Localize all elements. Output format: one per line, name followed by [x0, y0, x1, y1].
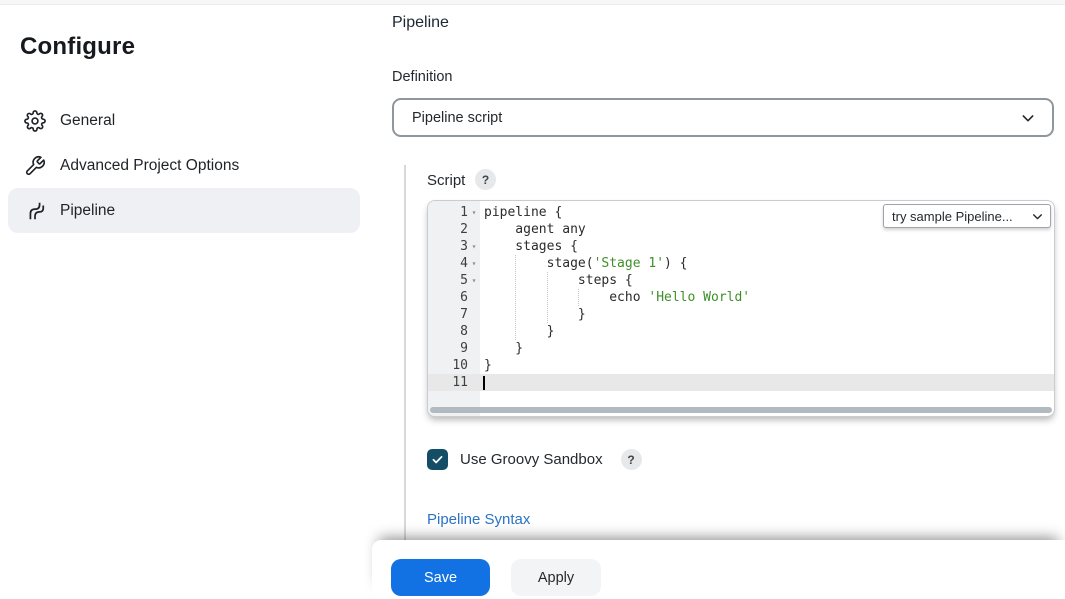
sandbox-help-button[interactable]: ? [620, 449, 642, 470]
wrench-icon [24, 155, 46, 177]
gutter-line-6: 6 [460, 290, 468, 305]
code-line-6[interactable]: echo 'Hello World' [484, 290, 751, 305]
sidebar-nav: General Advanced Project Options Pipelin… [8, 98, 360, 233]
code-line-10[interactable]: } [484, 358, 492, 373]
page-title: Configure [20, 33, 136, 60]
top-strip [0, 0, 1065, 5]
bottom-app-bar: Save Apply [372, 540, 1065, 599]
section-heading: Pipeline [392, 14, 449, 31]
script-label: Script [427, 172, 466, 189]
chevron-down-icon [1020, 110, 1036, 126]
definition-label: Definition [392, 69, 453, 85]
checkmark-icon [432, 455, 443, 464]
indent-guide [515, 255, 516, 340]
definition-selected-value: Pipeline script [412, 109, 503, 126]
indent-guide [547, 272, 548, 323]
sidebar-item-label: Pipeline [60, 201, 116, 219]
apply-button[interactable]: Apply [511, 559, 601, 596]
script-help-button[interactable]: ? [475, 169, 496, 190]
fold-toggle-icon[interactable]: ▾ [471, 259, 477, 268]
code-line-1[interactable]: pipeline { [484, 205, 563, 220]
code-line-5[interactable]: steps { [484, 273, 633, 288]
text-cursor [483, 375, 485, 390]
sidebar-item-advanced-project-options[interactable]: Advanced Project Options [8, 143, 360, 188]
code-line-8[interactable]: } [484, 324, 555, 339]
definition-select[interactable]: Pipeline script [392, 98, 1054, 137]
sandbox-label: Use Groovy Sandbox [460, 451, 603, 468]
gutter-line-11: 11 [428, 374, 480, 391]
fold-toggle-icon[interactable]: ▾ [471, 208, 477, 217]
fold-toggle-icon[interactable]: ▾ [471, 276, 477, 285]
code-line-2[interactable]: agent any [484, 222, 586, 237]
code-line-11[interactable] [480, 374, 1054, 391]
gutter-line-7: 7 [460, 307, 468, 322]
code-line-4[interactable]: stage('Stage 1') { [484, 256, 688, 271]
save-button[interactable]: Save [391, 559, 490, 596]
try-sample-pipeline-dropdown[interactable]: try sample Pipeline... [883, 204, 1051, 228]
gear-icon [24, 109, 46, 132]
fold-toggle-icon[interactable]: ▾ [471, 242, 477, 251]
gutter-line-2: 2 [460, 222, 468, 237]
code-line-3[interactable]: stages { [484, 239, 578, 254]
gutter-line-9: 9 [460, 341, 468, 356]
editor-horizontal-scrollbar[interactable] [430, 407, 1052, 413]
sidebar-item-general[interactable]: General [8, 98, 360, 143]
pipeline-icon [24, 200, 46, 222]
code-line-7[interactable]: } [484, 307, 586, 322]
indent-guide [578, 289, 579, 306]
gutter-line-8: 8 [460, 324, 468, 339]
gutter-line-1: 1▾ [428, 204, 480, 221]
pipeline-syntax-link[interactable]: Pipeline Syntax [427, 511, 531, 528]
sidebar-item-pipeline[interactable]: Pipeline [8, 188, 360, 233]
code-line-9[interactable]: } [484, 341, 524, 356]
editor-code-area[interactable]: pipeline { agent any stages { stage('Sta… [480, 201, 1054, 416]
section-indent-line [404, 165, 406, 540]
gutter-line-10: 10 [452, 358, 468, 373]
sidebar-item-label: Advanced Project Options [60, 156, 240, 174]
gutter-line-5: 5▾ [428, 272, 480, 289]
chevron-down-icon [1031, 210, 1044, 223]
sidebar-item-label: General [60, 111, 116, 129]
use-groovy-sandbox-checkbox[interactable] [427, 449, 448, 470]
sandbox-row: Use Groovy Sandbox ? [427, 449, 642, 470]
gutter-line-3: 3▾ [428, 238, 480, 255]
gutter-line-4: 4▾ [428, 255, 480, 272]
